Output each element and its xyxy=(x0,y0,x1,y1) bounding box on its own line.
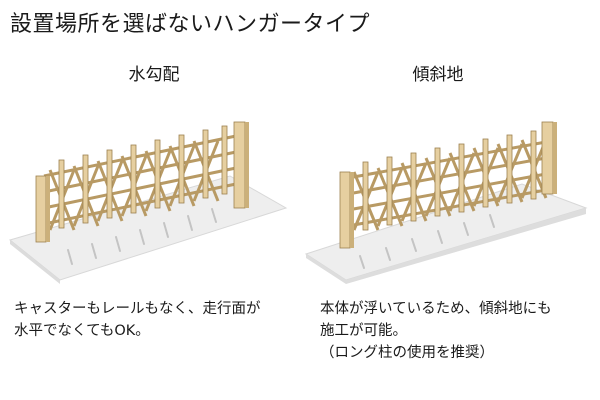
page-title: 設置場所を選ばないハンガータイプ xyxy=(10,12,371,37)
fence-panels xyxy=(362,130,537,231)
panel-description-slope-ground: 本体が浮いているため、傾斜地にも 施工が可能。 （ロング柱の使用を推奨） xyxy=(320,298,552,364)
right-post xyxy=(541,121,557,195)
right-post xyxy=(233,121,249,209)
floor-marks xyxy=(67,208,217,265)
panel-label-drain-slope: 水勾配 xyxy=(128,65,180,85)
panel-label-slope-ground: 傾斜地 xyxy=(412,65,464,85)
description-line: 水平でなくてもOK。 xyxy=(14,323,150,339)
left-post xyxy=(339,171,354,249)
fence-panels xyxy=(58,125,228,229)
left-post xyxy=(35,175,50,243)
description-line: （ロング柱の使用を推奨） xyxy=(320,345,494,361)
description-line: キャスターもレールもなく、走行面が xyxy=(14,301,261,317)
fence-on-drain-slope-illustration xyxy=(8,121,288,284)
floor-marks xyxy=(359,214,495,269)
panel-description-drain-slope: キャスターもレールもなく、走行面が 水平でなくてもOK。 xyxy=(14,298,261,342)
description-line: 施工が可能。 xyxy=(320,323,407,339)
description-line: 本体が浮いているため、傾斜地にも xyxy=(320,301,552,317)
fence-on-slope-illustration xyxy=(304,121,588,284)
